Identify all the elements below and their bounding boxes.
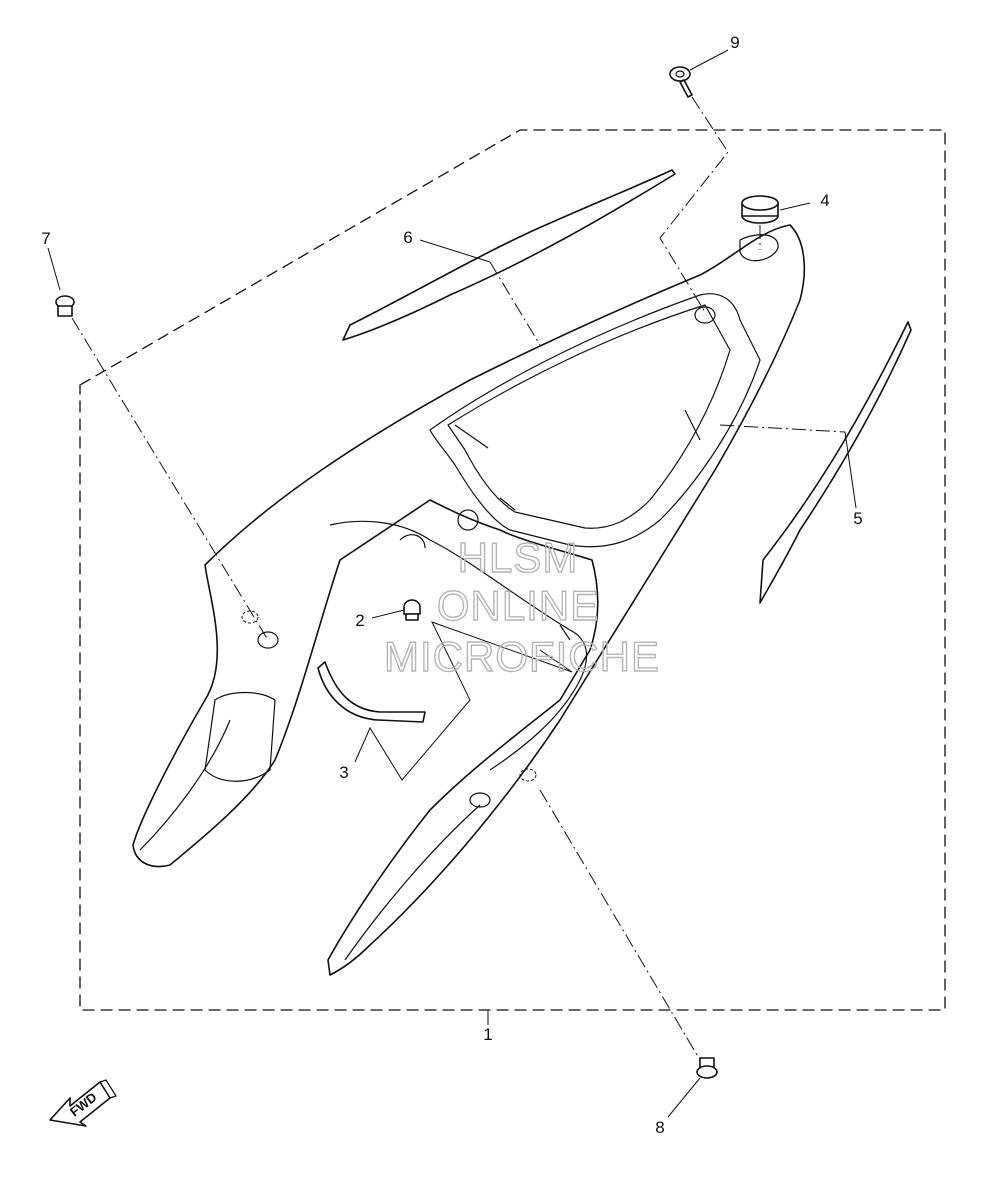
rivet-part-8	[696, 1057, 718, 1079]
screw-part-9	[669, 66, 693, 98]
watermark-line-3: MICROFICHE	[384, 633, 660, 680]
watermark-line-1: HLSM	[458, 534, 579, 581]
graphic-decal-part-5	[759, 321, 912, 604]
cap-part-4	[741, 195, 779, 224]
watermark-line-2: ONLINE	[437, 582, 599, 629]
graphic-decal-part-6	[342, 169, 676, 341]
watermark: HLSM ONLINE MICROFICHE	[383, 533, 660, 680]
callout-6: 6	[403, 228, 412, 247]
callout-5: 5	[853, 509, 862, 528]
callout-3: 3	[339, 763, 348, 782]
callout-1: 1	[483, 1025, 492, 1044]
callout-4: 4	[820, 191, 829, 210]
forward-direction-arrow: FWD	[49, 1079, 117, 1127]
rear-body-cover	[132, 224, 806, 976]
assembly-boundary	[79, 129, 946, 1011]
callout-8: 8	[655, 1118, 664, 1137]
rivet-part-7	[55, 295, 75, 317]
rubber-strip-part-3	[317, 661, 426, 723]
callout-2: 2	[355, 611, 364, 630]
callout-7: 7	[41, 229, 50, 248]
clip-part-2	[403, 599, 421, 621]
callout-9: 9	[730, 33, 739, 52]
